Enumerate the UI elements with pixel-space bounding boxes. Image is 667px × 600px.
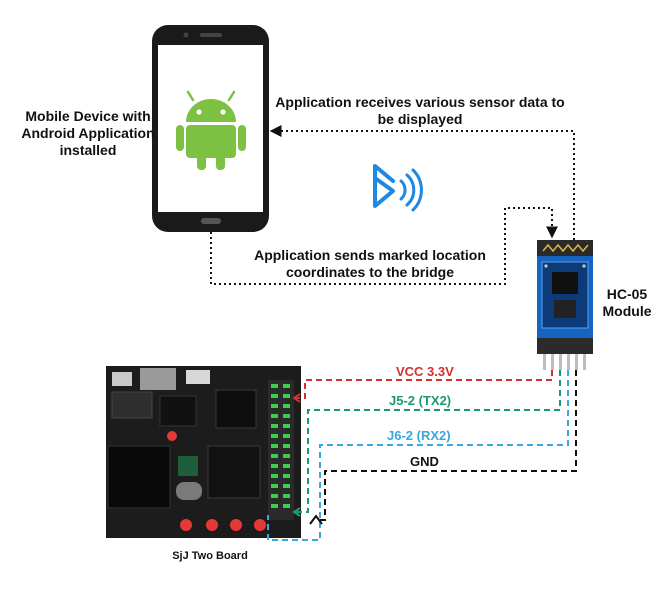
send-coordinates-label: Application sends marked location coordi…	[254, 247, 486, 280]
vcc-arrow-icon	[292, 393, 301, 403]
board-label: SjJ Two Board	[172, 550, 248, 562]
android-robot-icon	[176, 90, 246, 170]
tx-wire-label: J5-2 (TX2)	[389, 393, 452, 408]
wire-rx	[267, 370, 569, 541]
gpio-header	[271, 384, 290, 508]
hc05-module	[537, 240, 593, 370]
bluetooth-icon	[373, 164, 423, 212]
rx-wire-label: J6-2 (RX2)	[387, 428, 451, 443]
receive-data-arrow	[269, 125, 575, 240]
vcc-wire-label: VCC 3.3V	[396, 364, 454, 379]
gnd-arrow-icon	[309, 514, 323, 525]
gnd-wire-label: GND	[410, 454, 439, 469]
tx-arrow-icon	[292, 507, 301, 517]
receive-data-label: Application receives various sensor data…	[275, 94, 565, 127]
wire-tx	[296, 370, 561, 513]
hc05-label: HC-05 Module	[602, 286, 652, 319]
wire-gnd	[316, 370, 577, 521]
mobile-device-label: Mobile Device with Android Application i…	[21, 108, 155, 158]
sjtwo-board	[106, 366, 301, 538]
